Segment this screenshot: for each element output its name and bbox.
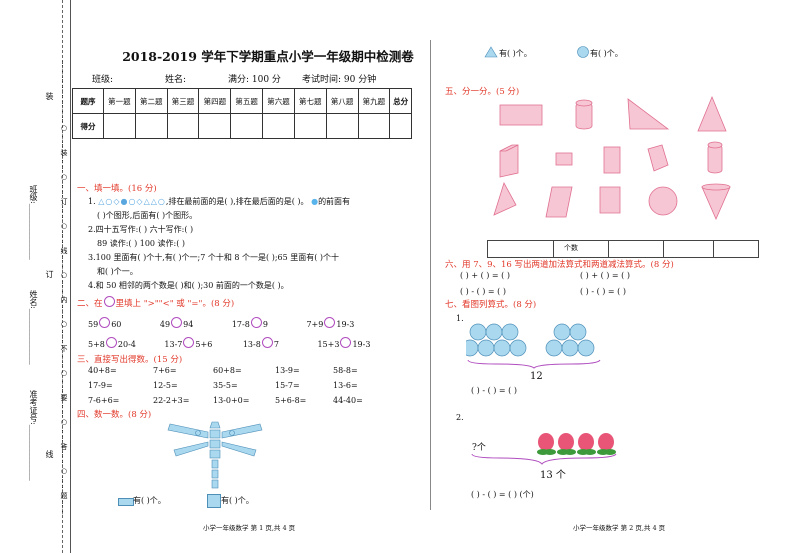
- sub-eq-1: ( ) - ( ) = ( ): [460, 287, 506, 296]
- calc-row-2: 17-9=12-5=35-5=15-7=13-6=: [88, 381, 358, 390]
- section2-heading: 二、在里填上 ">""<" 或 "="。(8 分): [77, 296, 234, 309]
- score-cell[interactable]: [103, 113, 136, 139]
- compare-circle[interactable]: [261, 337, 273, 348]
- square-icon: [207, 494, 221, 508]
- q1-line2: ( )个图形,后面有( )个图形。: [97, 211, 198, 220]
- q2-line: 2.四十五写作:( ) 六十写作:( ): [88, 225, 194, 234]
- peaches-figure: [537, 433, 616, 455]
- count-table: 个数: [487, 240, 759, 258]
- score-cell[interactable]: [166, 113, 200, 139]
- bubbles-figure: [466, 323, 601, 369]
- section5-heading: 五、分一分。(5 分): [445, 87, 520, 97]
- q1-line: 1. △○◇●○◇△△○,排在最前面的是( ),排在最后面的是( )。 ●的前面…: [88, 197, 351, 206]
- mark-ding: 订: [45, 270, 54, 279]
- q2-line2: 89 读作:( ) 100 读作:( ): [97, 239, 186, 248]
- count-triangle: 有( )个。: [499, 49, 532, 58]
- binding-solid-line: [70, 0, 71, 553]
- score-cell[interactable]: [134, 113, 168, 139]
- col-3: 第三题: [166, 88, 200, 114]
- name-field: 姓名:______________: [29, 290, 38, 365]
- q3-line: 3.100 里面有( )个十,有( )个一;7 个十和 8 个一是( );65 …: [88, 253, 340, 262]
- compare-circle[interactable]: [105, 337, 117, 348]
- rectangle-icon: [118, 498, 134, 506]
- section1-heading: 一、填一填。(16 分): [77, 184, 157, 194]
- dot-icon: ●: [311, 197, 319, 206]
- solid-shapes-figure: [493, 95, 731, 220]
- add-eq-1: ( ) + ( ) = ( ): [460, 271, 510, 280]
- compare-circle[interactable]: [324, 317, 336, 328]
- compare-circle[interactable]: [171, 317, 183, 328]
- score-row-label: 得分: [72, 113, 104, 139]
- class-field: 班级:______________: [29, 185, 38, 260]
- calc-row-3: 7-6+6=22-2+3=13-0+0=5+6-8=44-40=: [88, 396, 363, 405]
- section6-heading: 六、用 7、9、16 写出两道加法算式和两道减法算式。(8 分): [445, 260, 674, 270]
- shape-sequence-icon: △○◇●○◇△△○: [98, 197, 166, 206]
- col-4: 第四题: [198, 88, 232, 114]
- brace-figure: [471, 453, 617, 465]
- full-score: 满分: 100 分: [228, 75, 281, 85]
- count-rect: 有( )个。: [133, 496, 166, 505]
- calc-row-1: 40+8=7+6=60+8=13-9=58-8=: [88, 366, 358, 375]
- triangle-icon: [484, 46, 498, 58]
- count-table-header: 个数: [564, 244, 578, 252]
- count-square: 有( )个。: [221, 496, 254, 505]
- mark-xian: 线: [45, 450, 54, 459]
- compare-circle[interactable]: [183, 337, 195, 348]
- q7-1-label: 1.: [456, 314, 464, 323]
- sub-eq-2: ( ) - ( ) = ( ): [580, 287, 626, 296]
- score-cell[interactable]: [389, 113, 412, 139]
- col-5: 第五题: [230, 88, 264, 114]
- footer-right: 小学一年级数学 第 2 页,共 4 页: [573, 524, 666, 532]
- page-title: 2018-2019 学年下学期重点小学一年级期中检测卷: [122, 49, 414, 64]
- q7-2-unknown: ?个: [472, 443, 486, 453]
- score-cell[interactable]: [325, 113, 359, 139]
- compare-circle[interactable]: [99, 317, 111, 328]
- section7-heading: 七、看图列算式。(8 分): [445, 300, 537, 310]
- score-cell[interactable]: [293, 113, 327, 139]
- section4-heading: 四、数一数。(8 分): [77, 410, 152, 420]
- score-cell[interactable]: [230, 113, 264, 139]
- col-6: 第六题: [262, 88, 295, 114]
- footer-left: 小学一年级数学 第 1 页,共 4 页: [203, 524, 296, 532]
- compare-circle[interactable]: [340, 337, 352, 348]
- binding-note: ……………………○……装……○……订……○……线……○……内……○……不……○……: [60, 60, 68, 516]
- q7-1-total: 12: [530, 371, 543, 382]
- total-col: 总分: [389, 88, 412, 114]
- circle-icon: [103, 296, 115, 307]
- id-field: 准考证号:______________: [29, 390, 38, 481]
- q7-2-total: 13 个: [540, 470, 566, 481]
- col-8: 第八题: [325, 88, 359, 114]
- score-cell[interactable]: [198, 113, 232, 139]
- col-1: 第一题: [103, 88, 136, 114]
- col-7: 第七题: [293, 88, 327, 114]
- name-label: 姓名:: [165, 75, 187, 85]
- score-table: 题序 第一题 第二题 第三题 第四题 第五题 第六题 第七题 第八题 第九题 总…: [72, 88, 412, 139]
- count-circle: 有( )个。: [590, 49, 623, 58]
- col-2: 第二题: [134, 88, 168, 114]
- score-cell[interactable]: [357, 113, 391, 139]
- compare-circle[interactable]: [250, 317, 262, 328]
- col-9: 第九题: [357, 88, 391, 114]
- q3-line2: 和( )个一。: [97, 267, 138, 276]
- binding-dashed-line: [62, 0, 63, 553]
- score-cell[interactable]: [262, 113, 295, 139]
- circle-shape-icon: [577, 46, 589, 58]
- q7-1-equation: ( ) - ( ) = ( ): [471, 386, 517, 395]
- section3-heading: 三、直接写出得数。(15 分): [77, 355, 183, 365]
- q7-2-equation: ( ) - ( ) = ( ) (个): [471, 490, 534, 499]
- mark-zhuang: 装: [45, 92, 54, 101]
- class-label: 班级:: [92, 75, 114, 85]
- add-eq-2: ( ) + ( ) = ( ): [580, 271, 630, 280]
- q7-2-label: 2.: [456, 413, 464, 422]
- page-divider: [430, 40, 431, 510]
- row-label: 题序: [72, 88, 104, 114]
- dragonfly-figure: [167, 421, 263, 489]
- q4-line: 4.和 50 相邻的两个数是( )和( );30 前面的一个数是( )。: [88, 281, 289, 290]
- exam-time: 考试时间: 90 分钟: [302, 75, 377, 85]
